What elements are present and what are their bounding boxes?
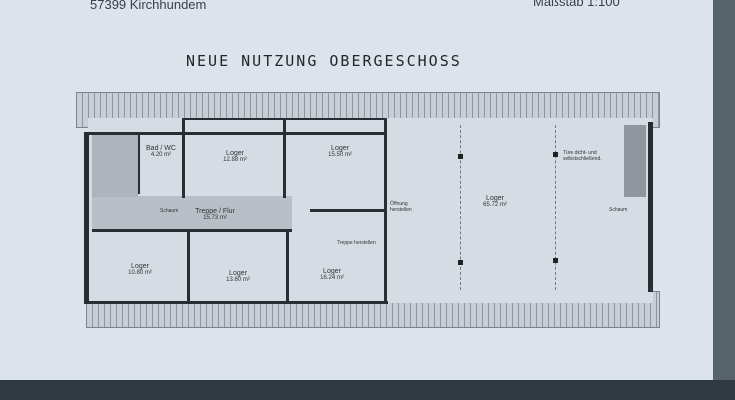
wall bbox=[187, 229, 190, 303]
column bbox=[458, 154, 463, 159]
stair-enclosure bbox=[624, 125, 646, 197]
background-edge bbox=[713, 0, 735, 400]
wall bbox=[92, 229, 292, 232]
column bbox=[553, 258, 558, 263]
note-schaum: Schaum bbox=[160, 208, 179, 214]
background-bottom bbox=[0, 380, 735, 400]
wall bbox=[286, 229, 289, 303]
staircase bbox=[92, 135, 138, 197]
note-oeffnung: Öffnung herstellen bbox=[390, 201, 412, 213]
beam-line bbox=[555, 125, 556, 290]
wall bbox=[310, 209, 386, 212]
column bbox=[553, 152, 558, 157]
wall bbox=[648, 122, 653, 292]
wall bbox=[185, 118, 283, 120]
wall bbox=[84, 132, 89, 304]
column bbox=[458, 260, 463, 265]
wall bbox=[84, 132, 384, 135]
wall bbox=[84, 301, 388, 304]
note-treppe: Treppe herstellen bbox=[337, 240, 376, 246]
address: 57399 Kirchhundem bbox=[90, 0, 207, 12]
note-schaum: Schaum bbox=[609, 207, 628, 213]
plan-title: NEUE NUTZUNG OBERGESCHOSS bbox=[186, 52, 462, 70]
wall bbox=[286, 118, 386, 120]
wall bbox=[138, 132, 140, 194]
wall bbox=[283, 118, 286, 198]
scale: Maßstab 1:100 bbox=[533, 0, 620, 9]
corridor bbox=[92, 196, 292, 229]
wall bbox=[182, 118, 185, 198]
beam-line bbox=[460, 125, 461, 290]
note-tuere: Türe dicht- und selbstschließend. bbox=[563, 150, 602, 162]
